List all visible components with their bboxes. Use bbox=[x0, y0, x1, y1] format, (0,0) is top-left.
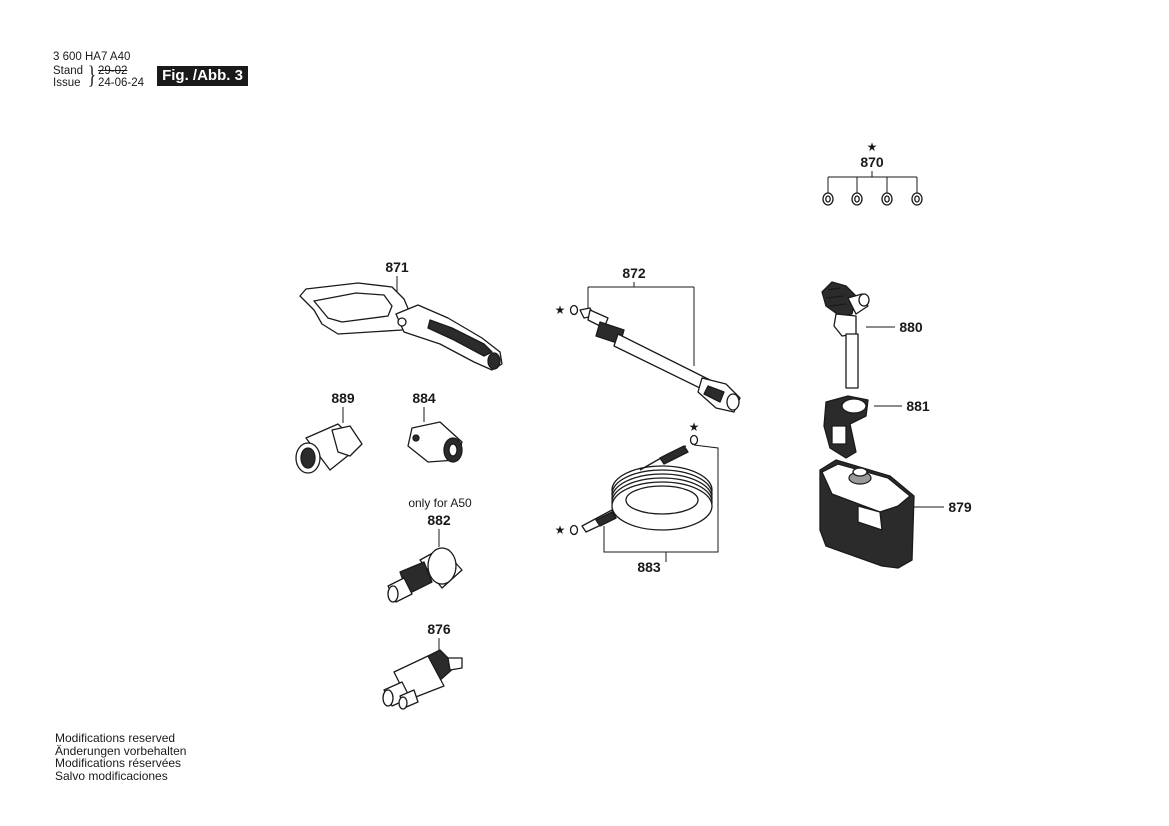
star-marker: ★ bbox=[555, 523, 566, 537]
part-883-hose[interactable]: ★ 883 ★ bbox=[555, 420, 719, 575]
part-879-detergent-tank[interactable]: 879 bbox=[819, 459, 972, 569]
part-number-889: 889 bbox=[331, 390, 355, 406]
part-881-bracket[interactable]: 881 bbox=[823, 395, 930, 459]
issue-label: Issue bbox=[53, 77, 81, 89]
part-872-spray-lance[interactable]: 872 ★ bbox=[555, 265, 741, 413]
footer-note-en: Modifications reserved bbox=[55, 731, 176, 745]
part-number-876: 876 bbox=[427, 621, 451, 637]
stand-label: Stand bbox=[53, 65, 84, 77]
footer-note-fr: Modifications réservées bbox=[55, 756, 182, 770]
part-number-883: 883 bbox=[637, 559, 661, 575]
star-marker: ★ bbox=[867, 140, 878, 154]
issue-date: 24-06-24 bbox=[98, 77, 145, 89]
part-882-nozzle-adapter[interactable]: only for A50 882 bbox=[387, 496, 472, 603]
part-number-882: 882 bbox=[427, 512, 451, 528]
part-number-871: 871 bbox=[385, 259, 409, 275]
star-marker: ★ bbox=[555, 303, 566, 317]
part-number-881: 881 bbox=[906, 398, 930, 414]
figure-label: Fig. /Abb. 3 bbox=[157, 66, 248, 86]
part-889-adapter[interactable]: 889 bbox=[295, 390, 363, 474]
part-number-880: 880 bbox=[899, 319, 923, 335]
part-number-879: 879 bbox=[948, 499, 972, 515]
part-884-coupling[interactable]: 884 bbox=[407, 390, 463, 463]
part-number-872: 872 bbox=[622, 265, 646, 281]
footer-note-de: Änderungen vorbehalten bbox=[55, 743, 187, 758]
part-876-turbo-nozzle[interactable]: 876 bbox=[382, 621, 463, 710]
footer-note-es: Salvo modificaciones bbox=[55, 768, 168, 783]
part-870-o-ring-set[interactable]: ★ 870 bbox=[822, 140, 923, 206]
document-number: 3 600 HA7 A40 bbox=[53, 51, 131, 63]
part-871-trigger-gun[interactable]: 871 bbox=[299, 259, 503, 371]
part-number-870: 870 bbox=[860, 154, 884, 170]
part-number-884: 884 bbox=[412, 390, 436, 406]
star-marker: ★ bbox=[689, 420, 700, 434]
header-brace: } bbox=[87, 62, 97, 89]
part-880-detergent-intake[interactable]: 880 bbox=[821, 281, 923, 389]
old-stand-date: 29-02 bbox=[98, 65, 128, 77]
part-882-note: only for A50 bbox=[408, 496, 472, 510]
